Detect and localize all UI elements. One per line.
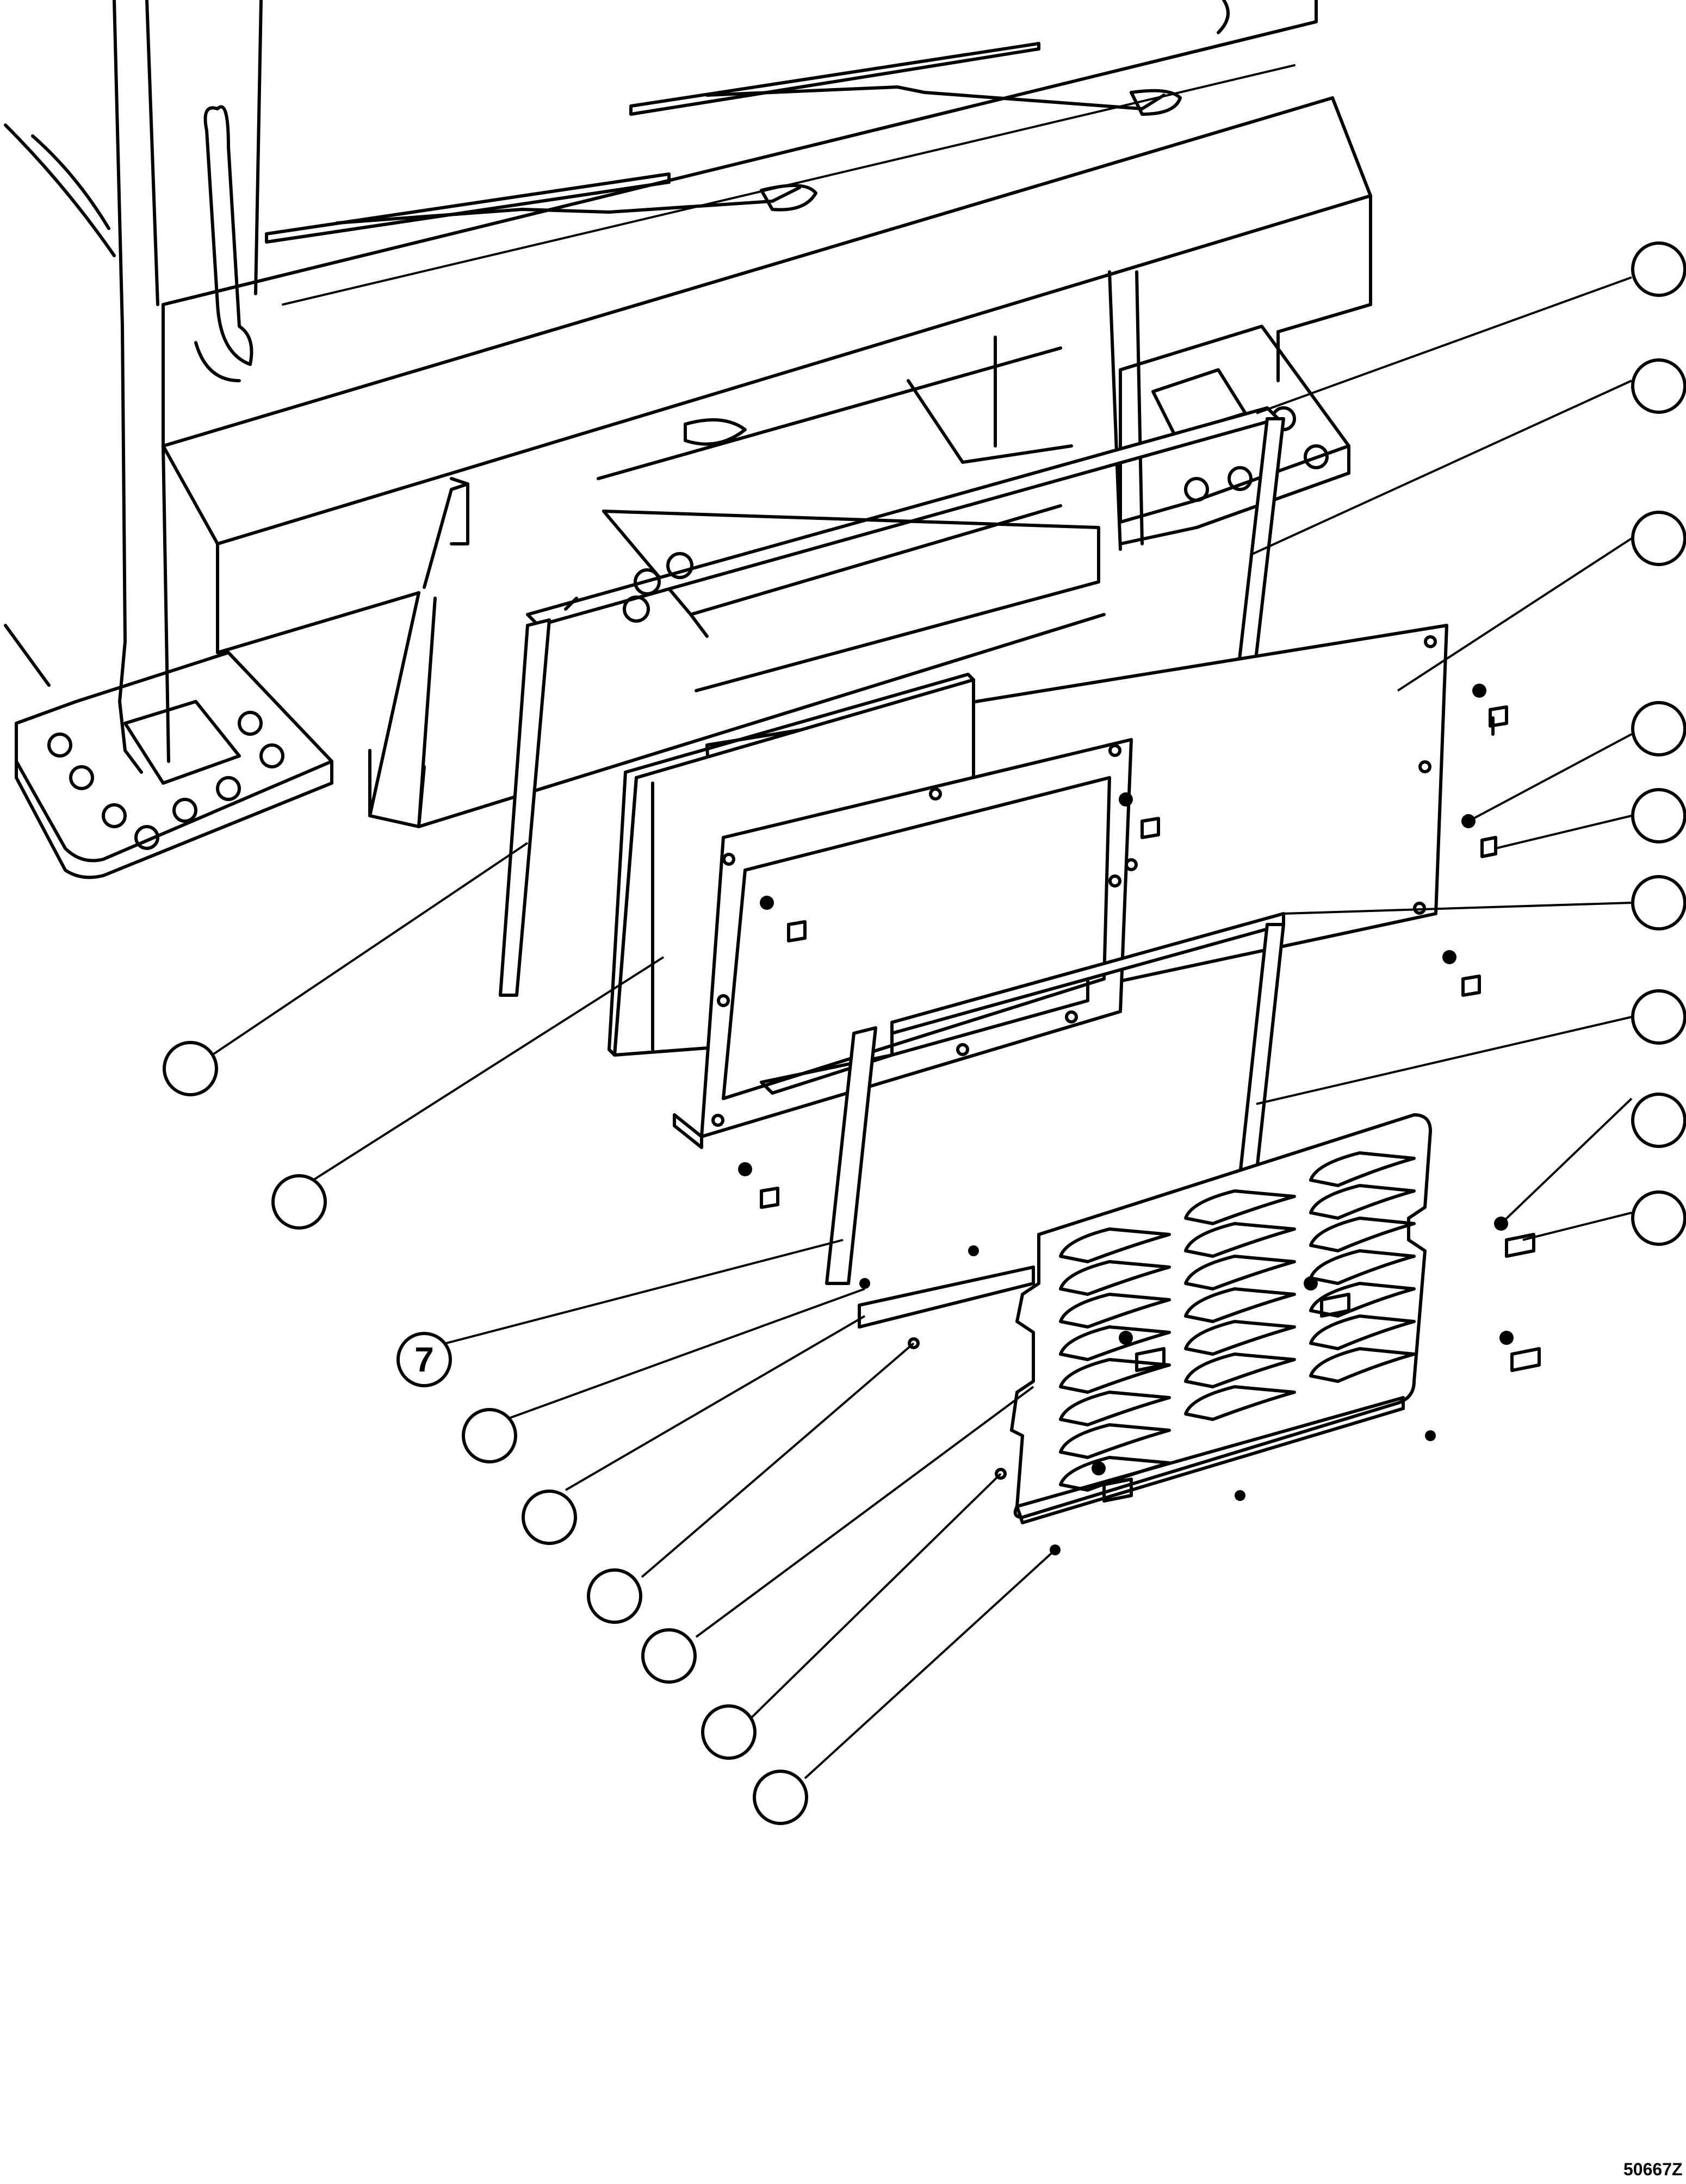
- seal-strip-left: [499, 618, 551, 997]
- svg-text:7: 7: [414, 1340, 434, 1379]
- callout-right-5[interactable]: [1631, 788, 1686, 843]
- cab-body: [4, 0, 1372, 879]
- wiper-upper: [629, 42, 1182, 116]
- callout-bottom-2[interactable]: [522, 1490, 577, 1545]
- left-mount-pad: [15, 651, 333, 879]
- seal-strip-bottom: [858, 1265, 1035, 1329]
- mounting-bracket: [602, 510, 1100, 692]
- callout-left-2[interactable]: [271, 1174, 327, 1230]
- callout-item-7[interactable]: 7: [396, 1332, 452, 1387]
- right-mount-pad: [1119, 325, 1350, 545]
- callout-bottom-4[interactable]: [641, 1628, 697, 1684]
- callout-bottom-1[interactable]: [462, 1408, 517, 1463]
- seal-strip-lower-left: [825, 1026, 877, 1285]
- callout-bottom-5[interactable]: [701, 1704, 757, 1760]
- seal-strip-lower-right: [1238, 923, 1285, 1176]
- callout-top-right-1[interactable]: [1631, 241, 1686, 297]
- callout-right-8[interactable]: [1631, 1093, 1686, 1148]
- callout-bottom-3[interactable]: [587, 1568, 642, 1624]
- fasteners: [738, 684, 1541, 1555]
- callout-top-right-3[interactable]: [1631, 511, 1686, 566]
- callout-right-6[interactable]: [1631, 875, 1686, 930]
- wiper-lower: [265, 172, 817, 244]
- callout-top-right-2[interactable]: [1631, 358, 1686, 414]
- callout-bottom-6[interactable]: [753, 1770, 808, 1825]
- leader-lines: [211, 276, 1633, 1779]
- callouts: 7: [163, 241, 1686, 1825]
- callout-left-1[interactable]: [163, 1041, 218, 1096]
- callout-right-7[interactable]: [1631, 989, 1686, 1045]
- figure-code: 50667Z: [1623, 2160, 1683, 2179]
- callout-right-4[interactable]: [1631, 701, 1686, 756]
- callout-right-9[interactable]: [1631, 1190, 1686, 1246]
- filter-gasket-frame: [673, 738, 1133, 1149]
